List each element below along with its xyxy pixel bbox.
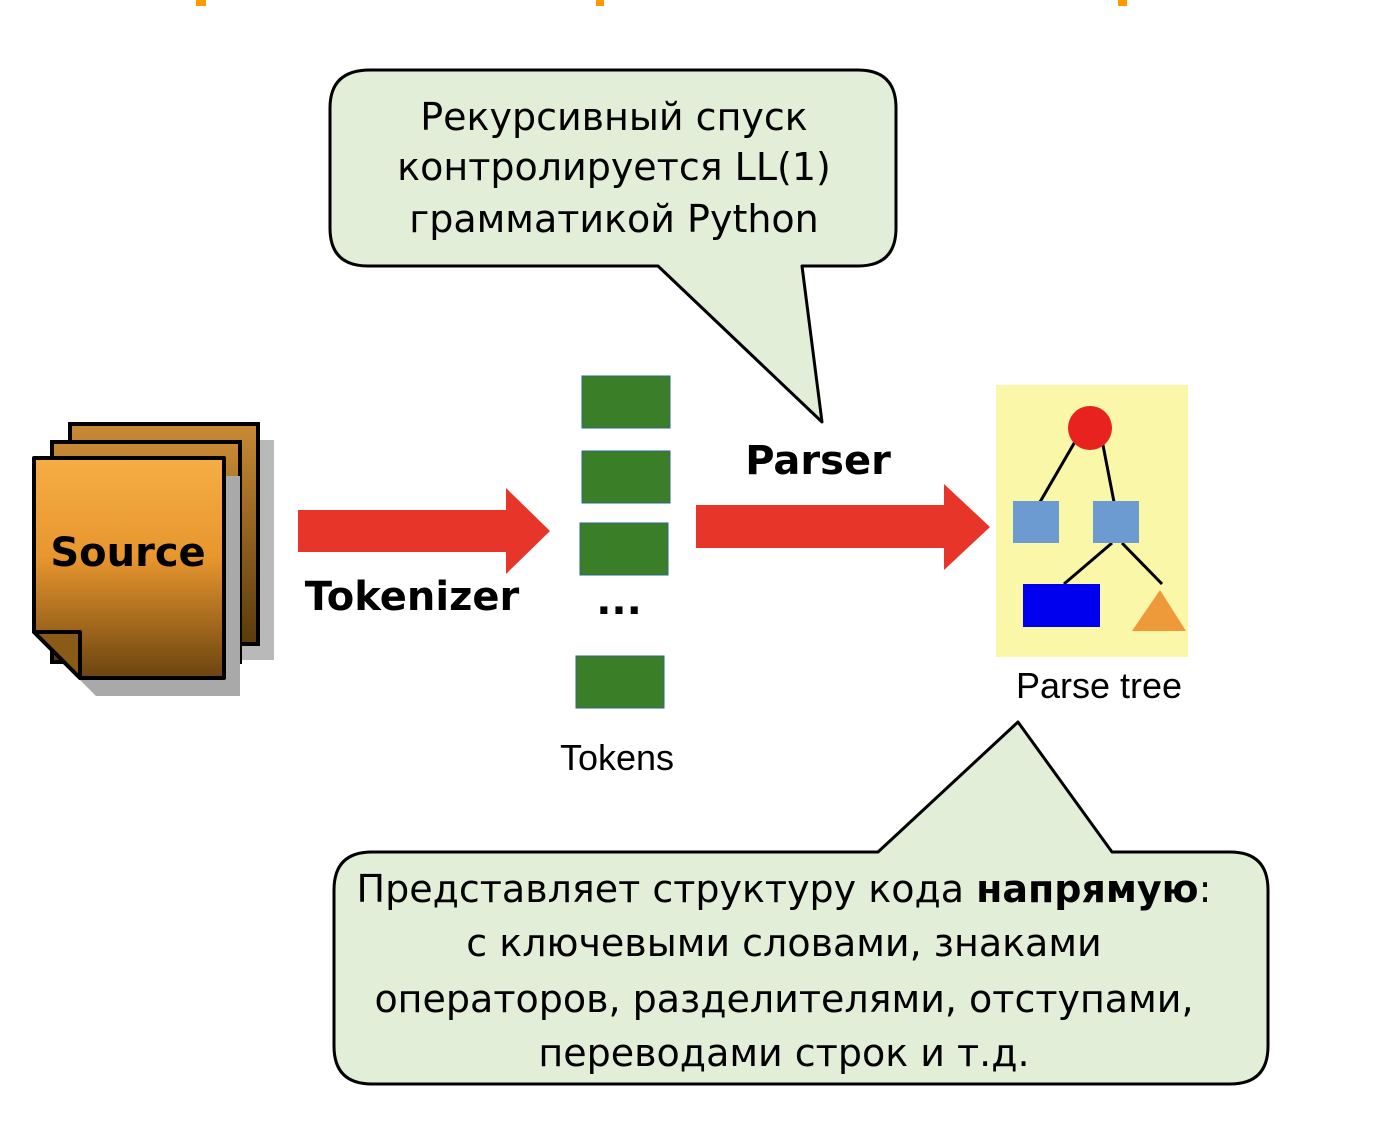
token-block	[581, 375, 671, 429]
callout-top-line-1: Рекурсивный спуск	[420, 95, 808, 139]
parser-label: Parser	[745, 438, 891, 484]
callout-bottom-line-3: операторов, разделителями, отступами,	[374, 977, 1193, 1021]
tokens-ellipsis: ...	[596, 578, 642, 624]
source-document-icon: Source	[32, 422, 274, 696]
callout-top-line-3: грамматикой Python	[409, 197, 819, 241]
callout-bottom-line-1-suffix: :	[1199, 867, 1212, 911]
tree-leaf-rect	[1023, 584, 1100, 627]
token-block	[579, 522, 669, 576]
source-front-page	[32, 456, 226, 680]
tokenizer-label: Tokenizer	[305, 574, 520, 620]
callout-bottom-line-1: Представляет структуру кода напрямую:	[357, 867, 1212, 911]
tokens-column: ...	[575, 375, 671, 709]
tokenizer-arrow	[298, 488, 550, 574]
callout-bottom-line-1-prefix: Представляет структуру кода	[357, 867, 977, 911]
token-block	[581, 450, 671, 504]
callout-top: Рекурсивный спуск контролируется LL(1) г…	[328, 68, 898, 424]
tokens-label: Tokens	[560, 737, 674, 778]
callout-bottom-bubble	[332, 720, 1270, 1086]
tree-leaf-triangle	[1132, 590, 1186, 631]
source-label: Source	[50, 530, 205, 576]
parser-arrow	[696, 484, 990, 570]
parse-tree-label: Parse tree	[1016, 665, 1182, 706]
callout-bottom-line-4: переводами строк и т.д.	[538, 1031, 1029, 1075]
callout-top-bubble	[328, 68, 898, 424]
tree-root-node	[1068, 406, 1112, 450]
callout-bottom-line-2: с ключевыми словами, знаками	[466, 921, 1101, 965]
parse-tree-graphic	[996, 385, 1188, 657]
token-block	[575, 655, 665, 709]
tree-inner-node	[1013, 501, 1059, 543]
top-accent-marks	[196, 0, 1127, 6]
source-page-fold	[32, 630, 82, 680]
tree-inner-node	[1093, 501, 1139, 543]
callout-bottom-line-1-bold: напрямую	[976, 867, 1199, 911]
callout-top-line-2: контролируется LL(1)	[397, 145, 831, 189]
callout-bottom: Представляет структуру кода напрямую: с …	[332, 720, 1270, 1086]
